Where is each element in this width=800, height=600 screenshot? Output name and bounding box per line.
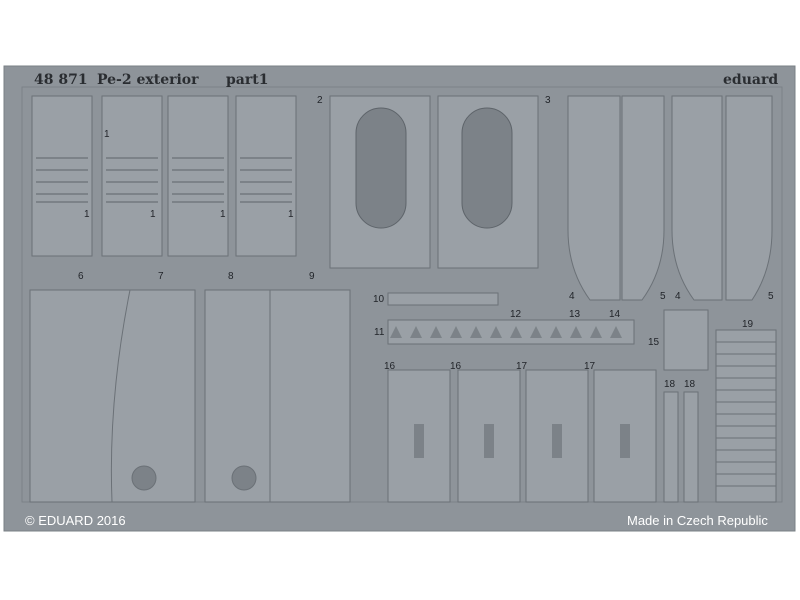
part-number-15: 15 bbox=[648, 337, 660, 348]
part-1-group bbox=[31, 95, 297, 257]
part-1-panel-d bbox=[235, 95, 297, 257]
part-19-rungs bbox=[716, 341, 776, 487]
set-number: 48 871 bbox=[34, 72, 88, 88]
part-number-8: 8 bbox=[228, 271, 234, 282]
part-1-panel-a bbox=[31, 95, 93, 257]
part-number-1c: 1 bbox=[150, 209, 156, 220]
part-1-louvres bbox=[36, 157, 292, 203]
set-part: part1 bbox=[226, 72, 269, 88]
part-17-left bbox=[525, 369, 589, 503]
part-number-10: 10 bbox=[373, 294, 385, 305]
brand-logo-text: eduard bbox=[723, 72, 779, 88]
part-4-panel-right bbox=[671, 95, 723, 301]
part-19-ladder bbox=[715, 329, 777, 503]
part-9-panel bbox=[269, 289, 351, 503]
part-number-16b: 16 bbox=[450, 361, 462, 372]
part-number-11: 11 bbox=[374, 327, 385, 338]
part-3-oval-window bbox=[461, 107, 513, 229]
copyright-text: © EDUARD 2016 bbox=[25, 513, 126, 528]
part-18-left-strip bbox=[663, 391, 679, 503]
part-4-5-group bbox=[567, 95, 773, 301]
origin-text: Made in Czech Republic bbox=[627, 513, 768, 528]
part-number-1d: 1 bbox=[220, 209, 226, 220]
part-number-12: 12 bbox=[510, 309, 522, 320]
part-16-17-group bbox=[387, 369, 657, 503]
part-2-3-group bbox=[329, 95, 539, 269]
part-number-19: 19 bbox=[742, 319, 754, 330]
part-number-5b: 5 bbox=[768, 291, 774, 302]
part-number-4a: 4 bbox=[569, 291, 575, 302]
part-7-panel bbox=[110, 289, 196, 503]
part-2-oval-window bbox=[355, 107, 407, 229]
part-5-panel-right bbox=[725, 95, 773, 301]
part-number-17a: 17 bbox=[516, 361, 528, 372]
part-number-3: 3 bbox=[545, 95, 551, 106]
part-16-17-slots bbox=[414, 424, 630, 458]
part-number-5a: 5 bbox=[660, 291, 666, 302]
set-title: Pe-2 exterior bbox=[97, 72, 199, 88]
part-1-panel-c bbox=[167, 95, 229, 257]
part-number-7: 7 bbox=[158, 271, 164, 282]
part-number-9: 9 bbox=[309, 271, 315, 282]
part-18-right-strip bbox=[683, 391, 699, 503]
part-number-14: 14 bbox=[609, 309, 621, 320]
part-10-strip bbox=[387, 292, 499, 306]
part-5-panel-left bbox=[621, 95, 665, 301]
part-7-round-port bbox=[131, 465, 157, 491]
part-8-round-port bbox=[231, 465, 257, 491]
part-number-13: 13 bbox=[569, 309, 581, 320]
part-number-4b: 4 bbox=[675, 291, 681, 302]
part-number-1e: 1 bbox=[288, 209, 294, 220]
part-number-6: 6 bbox=[78, 271, 84, 282]
part-4-panel-left bbox=[567, 95, 621, 301]
part-number-2: 2 bbox=[317, 95, 323, 106]
part-6-9-group bbox=[29, 289, 351, 503]
part-number-1a: 1 bbox=[104, 129, 110, 140]
part-number-18a: 18 bbox=[664, 379, 676, 390]
part-15-rack bbox=[663, 309, 709, 371]
part-number-1b: 1 bbox=[84, 209, 90, 220]
part-1-panel-b bbox=[101, 95, 163, 257]
part-number-17b: 17 bbox=[584, 361, 596, 372]
part-number-18b: 18 bbox=[684, 379, 696, 390]
part-11-14-teeth bbox=[390, 326, 622, 338]
part-number-16a: 16 bbox=[384, 361, 396, 372]
